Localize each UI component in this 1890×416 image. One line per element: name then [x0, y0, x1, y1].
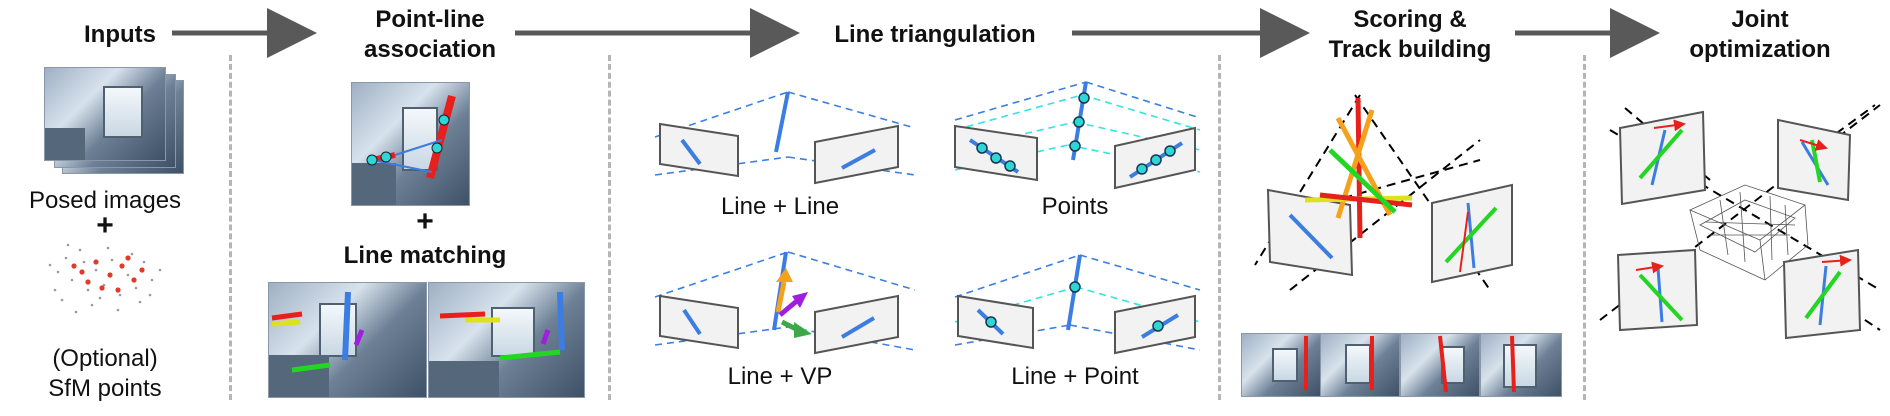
stage-title-association-line2: association	[363, 36, 497, 63]
posed-images-label: Posed images	[28, 187, 182, 214]
label-line-vp: Line + VP	[727, 363, 833, 390]
line-matching-label: Line matching	[343, 242, 507, 269]
track-thumb-lines	[1304, 335, 1516, 393]
separator-1	[229, 55, 232, 400]
label-points: Points	[1041, 193, 1109, 220]
sfm-point-cloud	[48, 243, 162, 314]
diagram-line-line	[654, 91, 916, 185]
stage-title-scoring-line2: Track building	[1328, 36, 1492, 63]
diagram-joint	[1599, 104, 1881, 340]
diagram-line-point	[954, 254, 1201, 355]
stage-title-scoring: Scoring & Track building	[1310, 5, 1510, 65]
optional-label: (Optional)	[52, 345, 158, 372]
separator-3	[1218, 55, 1221, 400]
diagram-line-vp	[654, 251, 916, 355]
separator-4	[1583, 55, 1586, 400]
inputs-plus: +	[96, 209, 114, 242]
stage-title-association-line1: Point-line	[375, 6, 485, 33]
stage-title-inputs: Inputs	[84, 21, 156, 48]
stage-title-scoring-line1: Scoring &	[1353, 6, 1467, 33]
label-line-line: Line + Line	[720, 193, 840, 220]
wireframe-model	[1689, 184, 1809, 281]
diagram-points	[954, 81, 1201, 190]
association-overlays	[366, 94, 456, 180]
track-thumb-2	[1320, 333, 1400, 397]
stage-title-association: Point-line association	[340, 5, 520, 65]
association-plus: +	[416, 205, 434, 238]
sfm-points-label: SfM points	[48, 375, 162, 402]
stage-title-joint: Joint optimization	[1670, 5, 1850, 65]
stage-title-joint-line1: Joint	[1731, 6, 1789, 33]
diagram-scoring	[1254, 94, 1513, 291]
stage-title-triangulation: Line triangulation	[834, 21, 1036, 48]
stage-title-joint-line2: optimization	[1689, 36, 1831, 63]
separator-2	[608, 55, 611, 400]
line-matching-overlays	[271, 291, 565, 373]
posed-image-front	[44, 67, 166, 161]
label-line-point: Line + Point	[1011, 363, 1139, 390]
track-thumb-4	[1480, 333, 1562, 397]
